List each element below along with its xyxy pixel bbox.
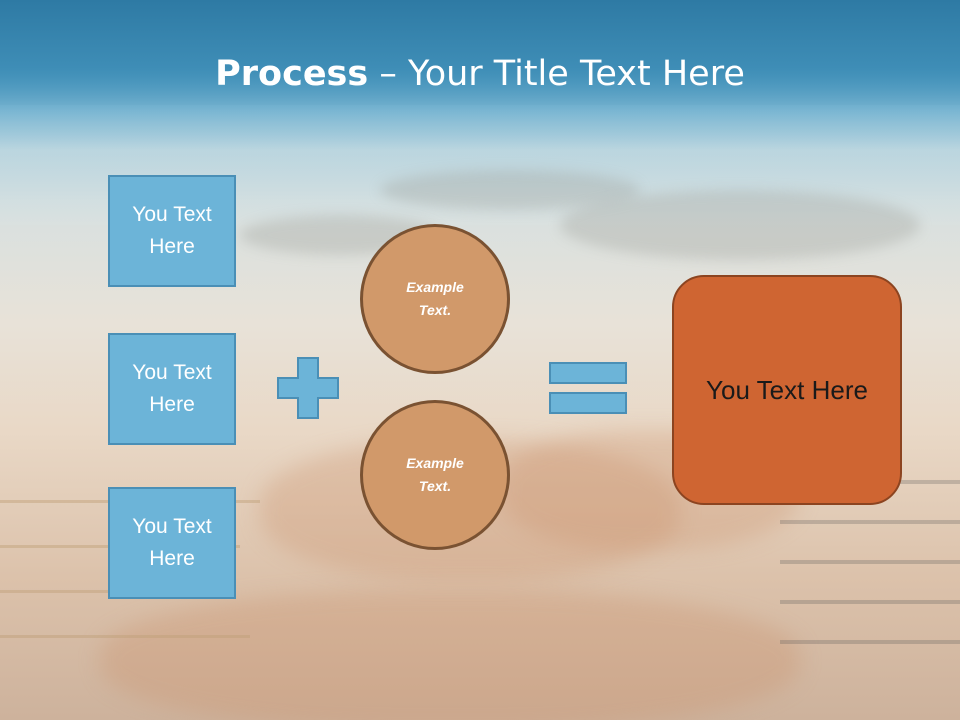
plus-icon <box>277 357 339 419</box>
background-rock <box>560 190 920 260</box>
result-box[interactable]: You Text Here <box>672 275 902 505</box>
circle-1[interactable]: Example Text. <box>360 224 510 374</box>
left-box-2[interactable]: You Text Here <box>108 333 236 445</box>
left-box-label: You Text Here <box>132 515 212 570</box>
result-box-label: You Text Here <box>706 374 868 405</box>
slide-title-bold: Process <box>215 54 369 94</box>
circle-2[interactable]: Example Text. <box>360 400 510 550</box>
title-band <box>0 0 960 150</box>
circle-label: Example Text. <box>406 455 464 494</box>
background-skewer <box>0 635 250 638</box>
slide-title[interactable]: Process – Your Title Text Here <box>0 52 960 96</box>
background-grill-bar <box>780 520 960 524</box>
circle-label: Example Text. <box>406 279 464 318</box>
background-grill-bar <box>780 600 960 604</box>
background-food <box>100 590 800 720</box>
background-grill-bar <box>780 560 960 564</box>
background-grill-bar <box>780 640 960 644</box>
background-rock <box>380 170 640 210</box>
left-box-label: You Text Here <box>132 361 212 416</box>
slide-title-rest: – Your Title Text Here <box>368 54 745 94</box>
left-box-3[interactable]: You Text Here <box>108 487 236 599</box>
left-box-label: You Text Here <box>132 203 212 258</box>
equals-icon <box>549 362 627 414</box>
left-box-1[interactable]: You Text Here <box>108 175 236 287</box>
